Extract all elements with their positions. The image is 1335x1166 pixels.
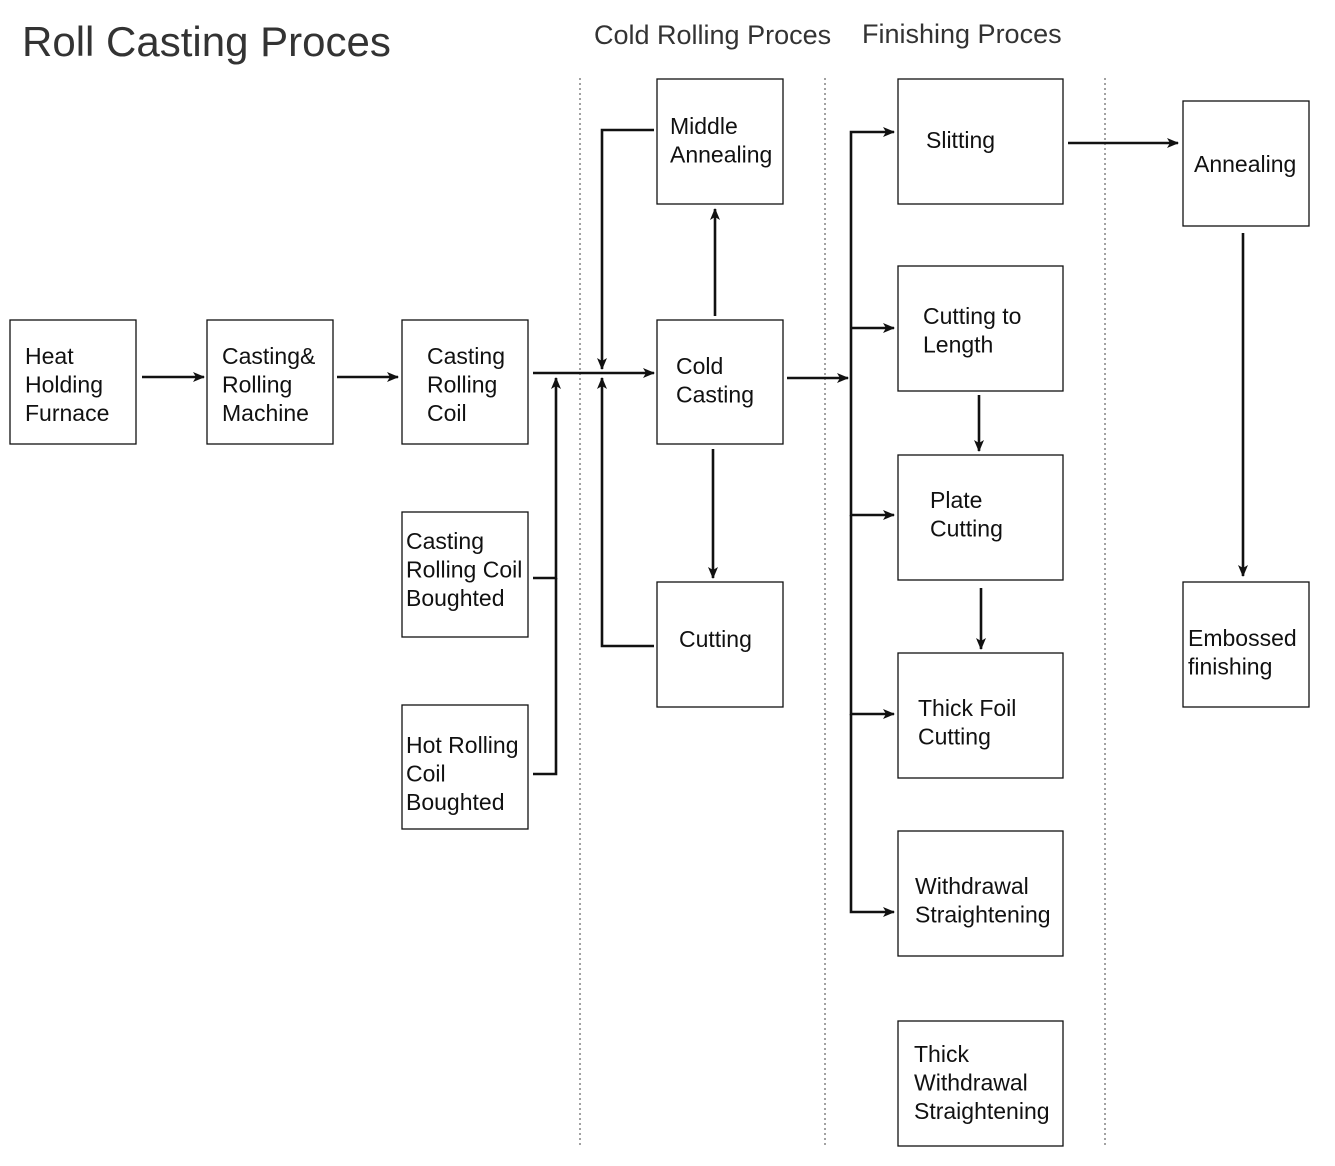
- process-box-label: Cutting to: [923, 303, 1021, 329]
- process-box-frame: [656, 319, 784, 445]
- process-box-label: Annealing: [1194, 151, 1296, 177]
- connector-cold-casting-to-slitting: [849, 127, 895, 379]
- process-box-frame: [897, 1020, 1064, 1147]
- process-box-label: Cutting: [930, 516, 1003, 542]
- process-box-label: Rolling Coil: [406, 557, 522, 583]
- process-box-frame: [897, 265, 1064, 392]
- process-box-label: Holding: [25, 372, 103, 398]
- process-box-label: Boughted: [406, 585, 504, 611]
- process-box-label: Slitting: [926, 127, 995, 153]
- process-box-label: Thick Foil: [918, 695, 1016, 721]
- process-box-frame: [401, 704, 529, 830]
- connector-cold-casting-to-plate-cutting: [849, 379, 895, 520]
- process-box-label: Heat: [25, 343, 74, 369]
- process-box-cutting: Cutting: [656, 581, 784, 708]
- process-box-label: Rolling: [427, 372, 497, 398]
- process-box-frame: [1182, 100, 1310, 227]
- process-box-label: Plate: [930, 487, 982, 513]
- process-box-label: Hot Rolling: [406, 732, 519, 758]
- process-box-frame: [401, 319, 529, 445]
- section-separators: [579, 78, 1106, 1146]
- process-box-label: Length: [923, 332, 993, 358]
- process-box-frame: [1182, 581, 1310, 708]
- process-box-label: Machine: [222, 400, 309, 426]
- process-box-label: Coil: [427, 400, 467, 426]
- cold-rolling-section-title: Cold Rolling Proces: [594, 20, 832, 50]
- process-box-label: Casting: [427, 343, 505, 369]
- process-box-frame: [897, 78, 1064, 205]
- process-box-annealing: Annealing: [1182, 100, 1310, 227]
- process-box-label: finishing: [1188, 654, 1272, 680]
- connector-middle-annealing-to-cold-casting: [597, 128, 654, 370]
- process-boxes: HeatHoldingFurnaceCasting&RollingMachine…: [9, 78, 1310, 1147]
- diagram-title: Roll Casting Proces: [22, 18, 391, 65]
- process-box-label: Coil: [406, 761, 446, 787]
- process-box-label: Casting: [676, 382, 754, 408]
- process-box-frame: [401, 511, 529, 638]
- process-box-label: Boughted: [406, 789, 504, 815]
- finishing-section-title: Finishing Proces: [862, 19, 1062, 49]
- process-box-frame: [656, 78, 784, 205]
- process-box-label: Rolling: [222, 372, 292, 398]
- process-box-label: Casting: [406, 528, 484, 554]
- process-box-label: Straightening: [914, 1098, 1050, 1124]
- process-box-label: Straightening: [915, 902, 1051, 928]
- process-box-frame: [206, 319, 334, 445]
- process-box-label: Annealing: [670, 142, 772, 168]
- process-box-cutting-to-length: Cutting to Length: [897, 265, 1064, 392]
- process-box-label: Withdrawal: [915, 873, 1029, 899]
- process-box-label: Casting&: [222, 343, 315, 369]
- process-box-label: Furnace: [25, 400, 109, 426]
- connector-cutting-to-cold-casting: [597, 377, 654, 648]
- connector-cold-casting-to-thick-foil-cutting: [849, 515, 895, 719]
- connector-cold-casting-to-withdrawal-straightening: [849, 714, 895, 917]
- process-box-label: Middle: [670, 113, 738, 139]
- process-box-label: Cutting: [918, 724, 991, 750]
- process-box-slitting: Slitting: [897, 78, 1064, 205]
- process-box-label: Embossed: [1188, 625, 1297, 651]
- process-box-frame: [9, 319, 137, 445]
- process-box-frame: [897, 830, 1064, 957]
- process-box-label: Thick: [914, 1041, 969, 1067]
- process-box-embossed-finishing: Embossed finishing: [1182, 581, 1310, 708]
- connector-casting-rolling-coil-boughted-to-cold-casting: [533, 377, 561, 580]
- process-box-label: Withdrawal: [914, 1070, 1028, 1096]
- process-box-label: Cutting: [679, 626, 752, 652]
- process-box-frame: [656, 581, 784, 708]
- connector-hot-rolling-coil-boughted-to-cold-casting: [533, 578, 558, 776]
- connectors: [142, 127, 1248, 917]
- process-box-label: Cold: [676, 353, 723, 379]
- process-box-frame: [897, 454, 1064, 581]
- process-box-frame: [897, 652, 1064, 779]
